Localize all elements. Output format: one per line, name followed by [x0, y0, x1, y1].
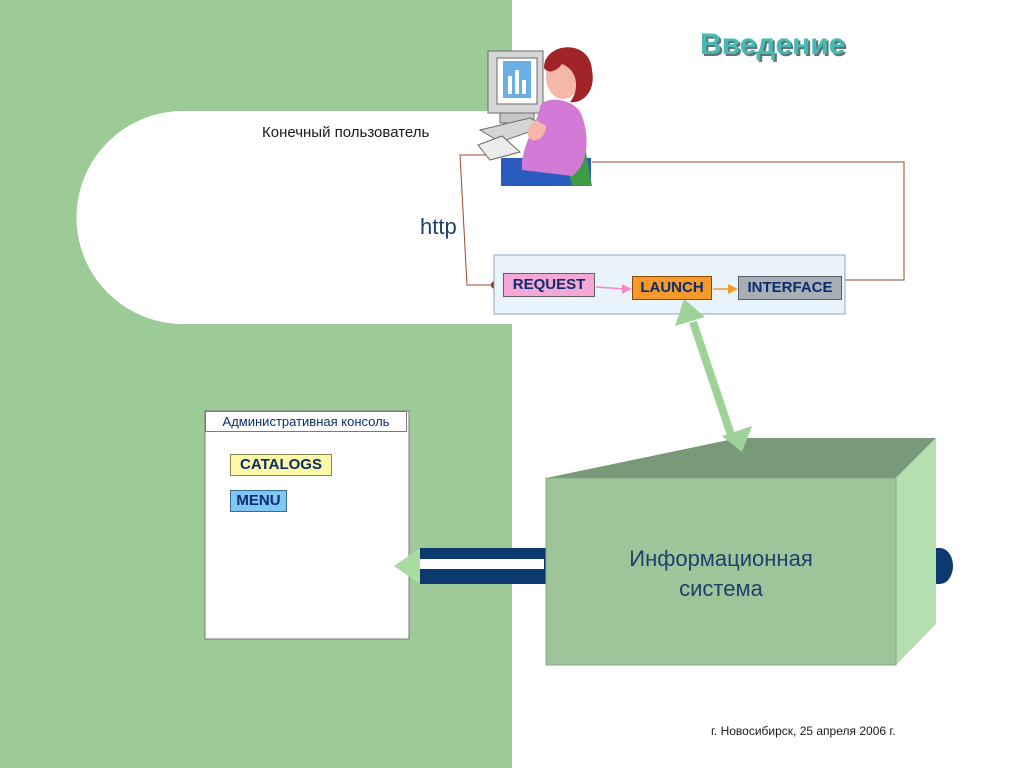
launch-box[interactable]: LAUNCH	[632, 276, 712, 300]
end-user-label: Конечный пользователь	[262, 124, 430, 141]
connector-left-arrowhead	[394, 548, 420, 584]
http-connector-lines	[459, 154, 905, 286]
flow-arrows	[595, 284, 738, 294]
catalogs-button[interactable]: CATALOGS	[230, 454, 332, 476]
white-band	[76, 111, 512, 324]
interface-box[interactable]: INTERFACE	[738, 276, 842, 300]
admin-console-panel	[204, 410, 410, 640]
admin-console-title: Административная консоль	[205, 411, 407, 432]
slide-title: Введение	[700, 28, 846, 61]
info-system-line-2: система	[679, 576, 763, 601]
info-system-box	[545, 438, 936, 666]
http-label: http	[420, 214, 457, 239]
info-system-label: Информационная система	[546, 544, 896, 604]
info-system-line-1: Информационная	[629, 546, 813, 571]
menu-button[interactable]: MENU	[230, 490, 287, 512]
person-at-computer-icon	[477, 47, 593, 186]
double-arrow-green	[675, 299, 752, 452]
footer-text: г. Новосибирск, 25 апреля 2006 г.	[711, 724, 896, 738]
request-box[interactable]: REQUEST	[503, 273, 595, 297]
